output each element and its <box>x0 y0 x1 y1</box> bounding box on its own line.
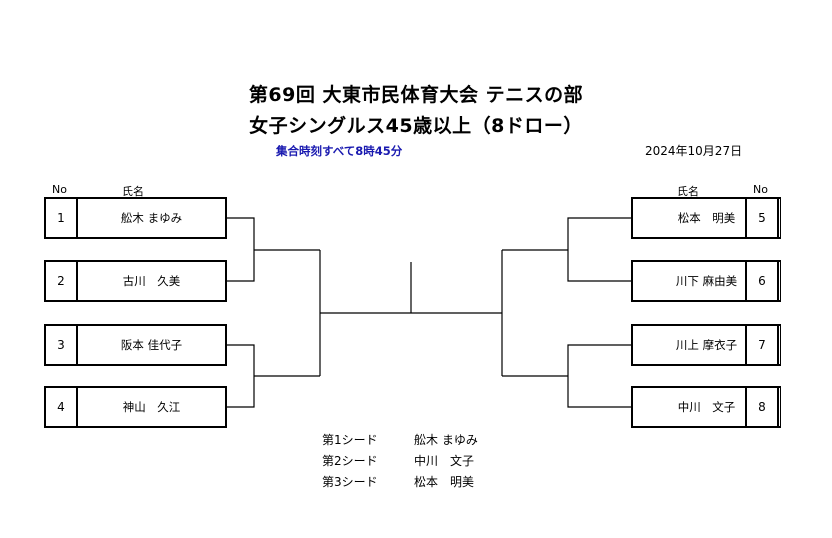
assembly-time-note: 集合時刻すべて8時45分 <box>276 144 403 158</box>
seed-3-name: 松本 明美 <box>414 475 475 489</box>
left-no-header: No <box>52 183 67 196</box>
seed-row-2: 第2シード 中川 文子 <box>322 451 478 472</box>
player-5-number: 5 <box>745 197 779 239</box>
player-4-number: 4 <box>44 386 78 428</box>
seed-1-name: 舩木 まゆみ <box>414 433 478 447</box>
seed-list: 第1シード 舩木 まゆみ 第2シード 中川 文子 第3シード 松本 明美 <box>322 430 478 493</box>
player-1-name: 舩木 まゆみ <box>77 197 227 239</box>
player-3-name: 阪本 佳代子 <box>77 324 227 366</box>
seed-2-name: 中川 文子 <box>414 454 475 468</box>
seed-2-label: 第2シード <box>322 454 378 468</box>
right-name-header: 氏名 <box>677 185 699 198</box>
seed-3-label: 第3シード <box>322 475 378 489</box>
left-name-header: 氏名 <box>122 185 144 198</box>
player-6-number: 6 <box>745 260 779 302</box>
player-7-number: 7 <box>745 324 779 366</box>
player-2-name: 古川 久美 <box>77 260 227 302</box>
player-4-name: 神山 久江 <box>77 386 227 428</box>
right-no-header: No <box>753 183 768 196</box>
event-date: 2024年10月27日 <box>645 144 743 158</box>
seed-row-3: 第3シード 松本 明美 <box>322 472 478 493</box>
player-1-number: 1 <box>44 197 78 239</box>
event-subtitle: 女子シングルス45歳以上（8ドロー） <box>249 115 583 137</box>
seed-1-label: 第1シード <box>322 433 378 447</box>
player-2-number: 2 <box>44 260 78 302</box>
player-3-number: 3 <box>44 324 78 366</box>
seed-row-1: 第1シード 舩木 まゆみ <box>322 430 478 451</box>
player-8-number: 8 <box>745 386 779 428</box>
tournament-title: 第69回 大東市民体育大会 テニスの部 <box>248 84 584 106</box>
